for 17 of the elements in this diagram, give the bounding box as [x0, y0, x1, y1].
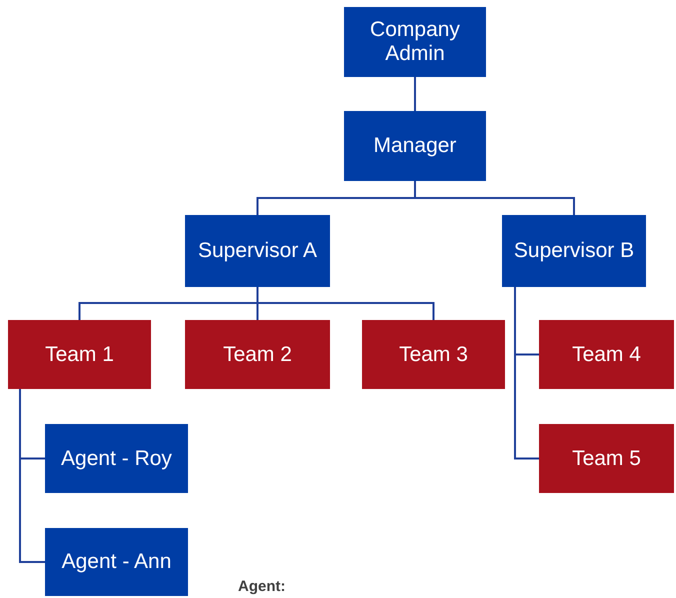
connector-line [514, 287, 539, 460]
team-box: Team 3 [362, 320, 505, 389]
team-box: Team 1 [8, 320, 151, 389]
connector-line [414, 181, 575, 215]
role-box: Company Admin [344, 7, 486, 77]
team-box: Team 5 [539, 424, 674, 493]
connector-line [256, 287, 434, 320]
role-box: Agent - Ann [45, 528, 188, 596]
role-box: Supervisor B [502, 215, 646, 287]
role-box: Agent - Roy [45, 424, 188, 493]
role-box: Manager [344, 111, 486, 181]
team-box: Team 2 [185, 320, 330, 389]
connector-line [19, 389, 45, 563]
role-box: Supervisor A [185, 215, 330, 287]
connector-line [414, 77, 416, 111]
team-box: Team 4 [539, 320, 674, 389]
note-text: Agent: [238, 578, 286, 596]
